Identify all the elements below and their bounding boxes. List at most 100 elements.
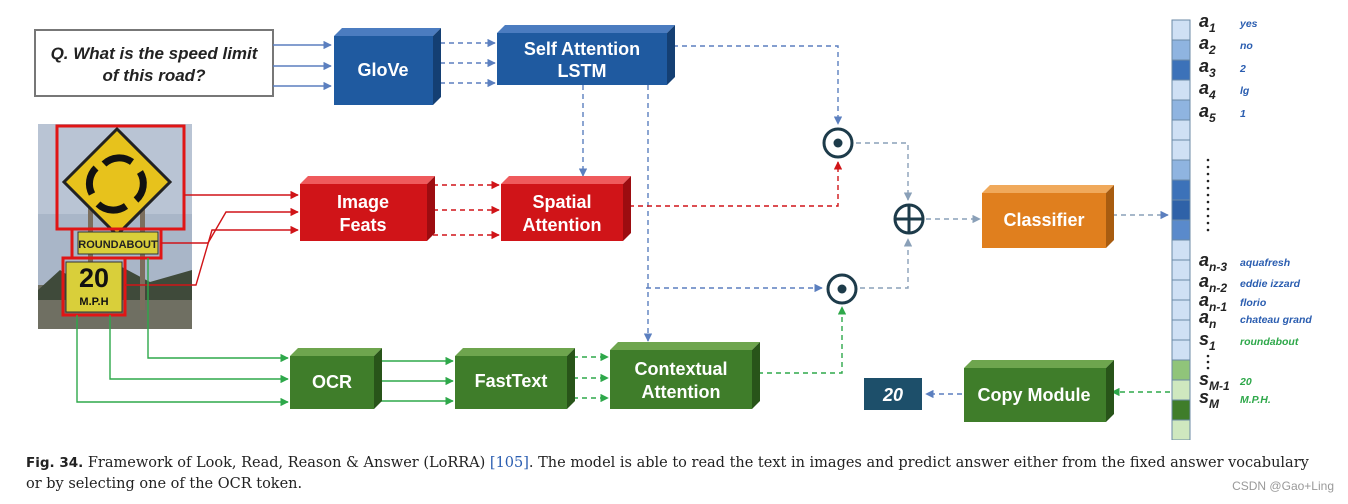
lorra-diagram: Q. What is the speed limit of this road?… <box>34 11 1312 440</box>
fasttext-label: FastText <box>475 371 548 391</box>
self-attention-label: Self Attention <box>524 39 640 59</box>
output-answer-value: 20 <box>882 385 903 405</box>
vocab-subscript: 1 <box>1209 339 1216 353</box>
vocab-answer: M.P.H. <box>1240 394 1271 406</box>
spatial-attention-label: Attention <box>523 215 602 235</box>
answer-vocabulary-vector <box>1171 19 1191 440</box>
question-to-glove-arrows <box>273 40 332 91</box>
vocab-cell <box>1171 159 1191 181</box>
vocab-cell <box>1171 39 1191 61</box>
vocab-subscript: M-1 <box>1209 379 1230 393</box>
vocab-symbol: a1 <box>1199 11 1216 35</box>
classifier-block: Classifier <box>982 185 1114 248</box>
vocab-cell <box>1171 59 1191 81</box>
vocab-subscript: 3 <box>1209 66 1216 80</box>
vocab-subscript: 2 <box>1208 43 1216 57</box>
vocab-answer: yes <box>1239 18 1258 30</box>
vocab-cell <box>1171 179 1191 201</box>
vocab-symbol: a4 <box>1199 78 1216 102</box>
contextual-attention-label: Attention <box>642 382 721 402</box>
copy-module-block: Copy Module <box>964 360 1114 422</box>
image-feats-block: Image Feats <box>300 176 435 241</box>
fasttext-to-contextual-arrows <box>573 352 609 403</box>
feats-to-spatial-arrows <box>433 180 500 240</box>
vocab-cell <box>1171 199 1191 221</box>
vocab-answer: 2 <box>1239 63 1246 75</box>
vocab-subscript: n-3 <box>1209 260 1227 274</box>
lstm-connections <box>578 45 843 342</box>
vocab-subscript: 5 <box>1209 111 1216 125</box>
vocab-answer: eddie izzard <box>1240 278 1301 290</box>
vocab-subscript: n <box>1209 317 1216 331</box>
lstm-label: LSTM <box>558 61 607 81</box>
vocab-cell <box>1171 379 1191 401</box>
vocab-symbol: a2 <box>1199 33 1216 57</box>
vocab-symbol: an-3 <box>1199 250 1227 274</box>
image-to-feats-arrows <box>125 190 299 286</box>
vocab-subscript: M <box>1209 397 1220 411</box>
dot-product-icon-top <box>822 127 854 159</box>
vocab-subscript: n-2 <box>1209 281 1227 295</box>
vocab-subscript: 4 <box>1208 88 1216 102</box>
vocab-cell <box>1171 19 1191 41</box>
question-line-2: of this road? <box>103 66 207 85</box>
vocab-answer: no <box>1240 40 1253 52</box>
contextual-label: Contextual <box>634 359 727 379</box>
vocab-cell <box>1171 279 1191 301</box>
sign-speed-text: 20 <box>79 263 109 293</box>
image-label: Image <box>337 192 389 212</box>
vocab-cell <box>1171 339 1191 361</box>
fusion-arrows <box>856 142 1169 289</box>
glove-to-lstm-arrows <box>440 38 496 88</box>
vocab-subscript: 1 <box>1209 21 1216 35</box>
vocab-answer: aquafresh <box>1240 257 1290 269</box>
vocab-cell <box>1171 139 1191 161</box>
vocab-cell <box>1171 119 1191 141</box>
dot-product-icon-bottom <box>826 273 858 305</box>
vocab-symbol: a3 <box>1199 56 1216 80</box>
vocab-symbol: a5 <box>1199 101 1216 125</box>
sum-icon <box>893 203 925 235</box>
vocab-cell <box>1171 319 1191 341</box>
vocab-answer: chateau grand <box>1240 314 1312 326</box>
vocab-cell <box>1171 259 1191 281</box>
image-to-ocr-arrows <box>76 258 289 407</box>
sign-unit-text: M.P.H <box>79 296 108 308</box>
vocab-cell <box>1171 79 1191 101</box>
feats-label: Feats <box>339 215 386 235</box>
question-box: Q. What is the speed limit of this road? <box>34 29 274 97</box>
vocab-cell <box>1171 419 1191 440</box>
vocab-symbol: s1 <box>1199 329 1216 353</box>
vocab-cell <box>1171 99 1191 121</box>
caption-label: Fig. 34. <box>26 455 84 471</box>
output-answer-box: 20 <box>864 378 922 410</box>
vocab-cell <box>1171 359 1191 381</box>
spatial-attention-block: Spatial Attention <box>501 176 631 241</box>
ocr-label: OCR <box>312 372 352 392</box>
caption-reference-link[interactable]: [105] <box>489 455 529 471</box>
vocab-answer: 1 <box>1240 108 1246 120</box>
watermark: CSDN @Gao+Ling <box>1232 479 1334 493</box>
vocab-subscript: n-1 <box>1209 300 1227 314</box>
glove-label: GloVe <box>357 60 408 80</box>
fasttext-block: FastText <box>455 348 575 409</box>
vocab-answer: lg <box>1240 85 1250 97</box>
caption-text-before: Framework of Look, Read, Reason & Answer… <box>87 455 490 471</box>
vocab-ellipsis <box>1206 158 1210 370</box>
question-line-1: Q. What is the speed limit <box>51 44 259 63</box>
self-attention-lstm-block: Self Attention LSTM <box>497 25 675 85</box>
vocab-answer: roundabout <box>1240 336 1299 348</box>
caption-text-after: . The model is able to read the text in … <box>26 455 1309 492</box>
vocab-answer: florio <box>1240 297 1267 309</box>
roundabout-arrows-icon <box>85 154 147 214</box>
vocab-cell <box>1171 219 1191 241</box>
vocab-cell <box>1171 239 1191 261</box>
spatial-to-dot-arrow <box>629 161 843 207</box>
vocab-cell <box>1171 299 1191 321</box>
spatial-label: Spatial <box>532 192 591 212</box>
road-sign-image: ROUNDABOUT 20 M.P.H <box>38 124 192 329</box>
glove-block: GloVe <box>334 28 441 105</box>
classifier-label: Classifier <box>1003 210 1084 230</box>
contextual-to-dot-arrow <box>758 306 847 374</box>
contextual-attention-block: Contextual Attention <box>610 342 760 409</box>
